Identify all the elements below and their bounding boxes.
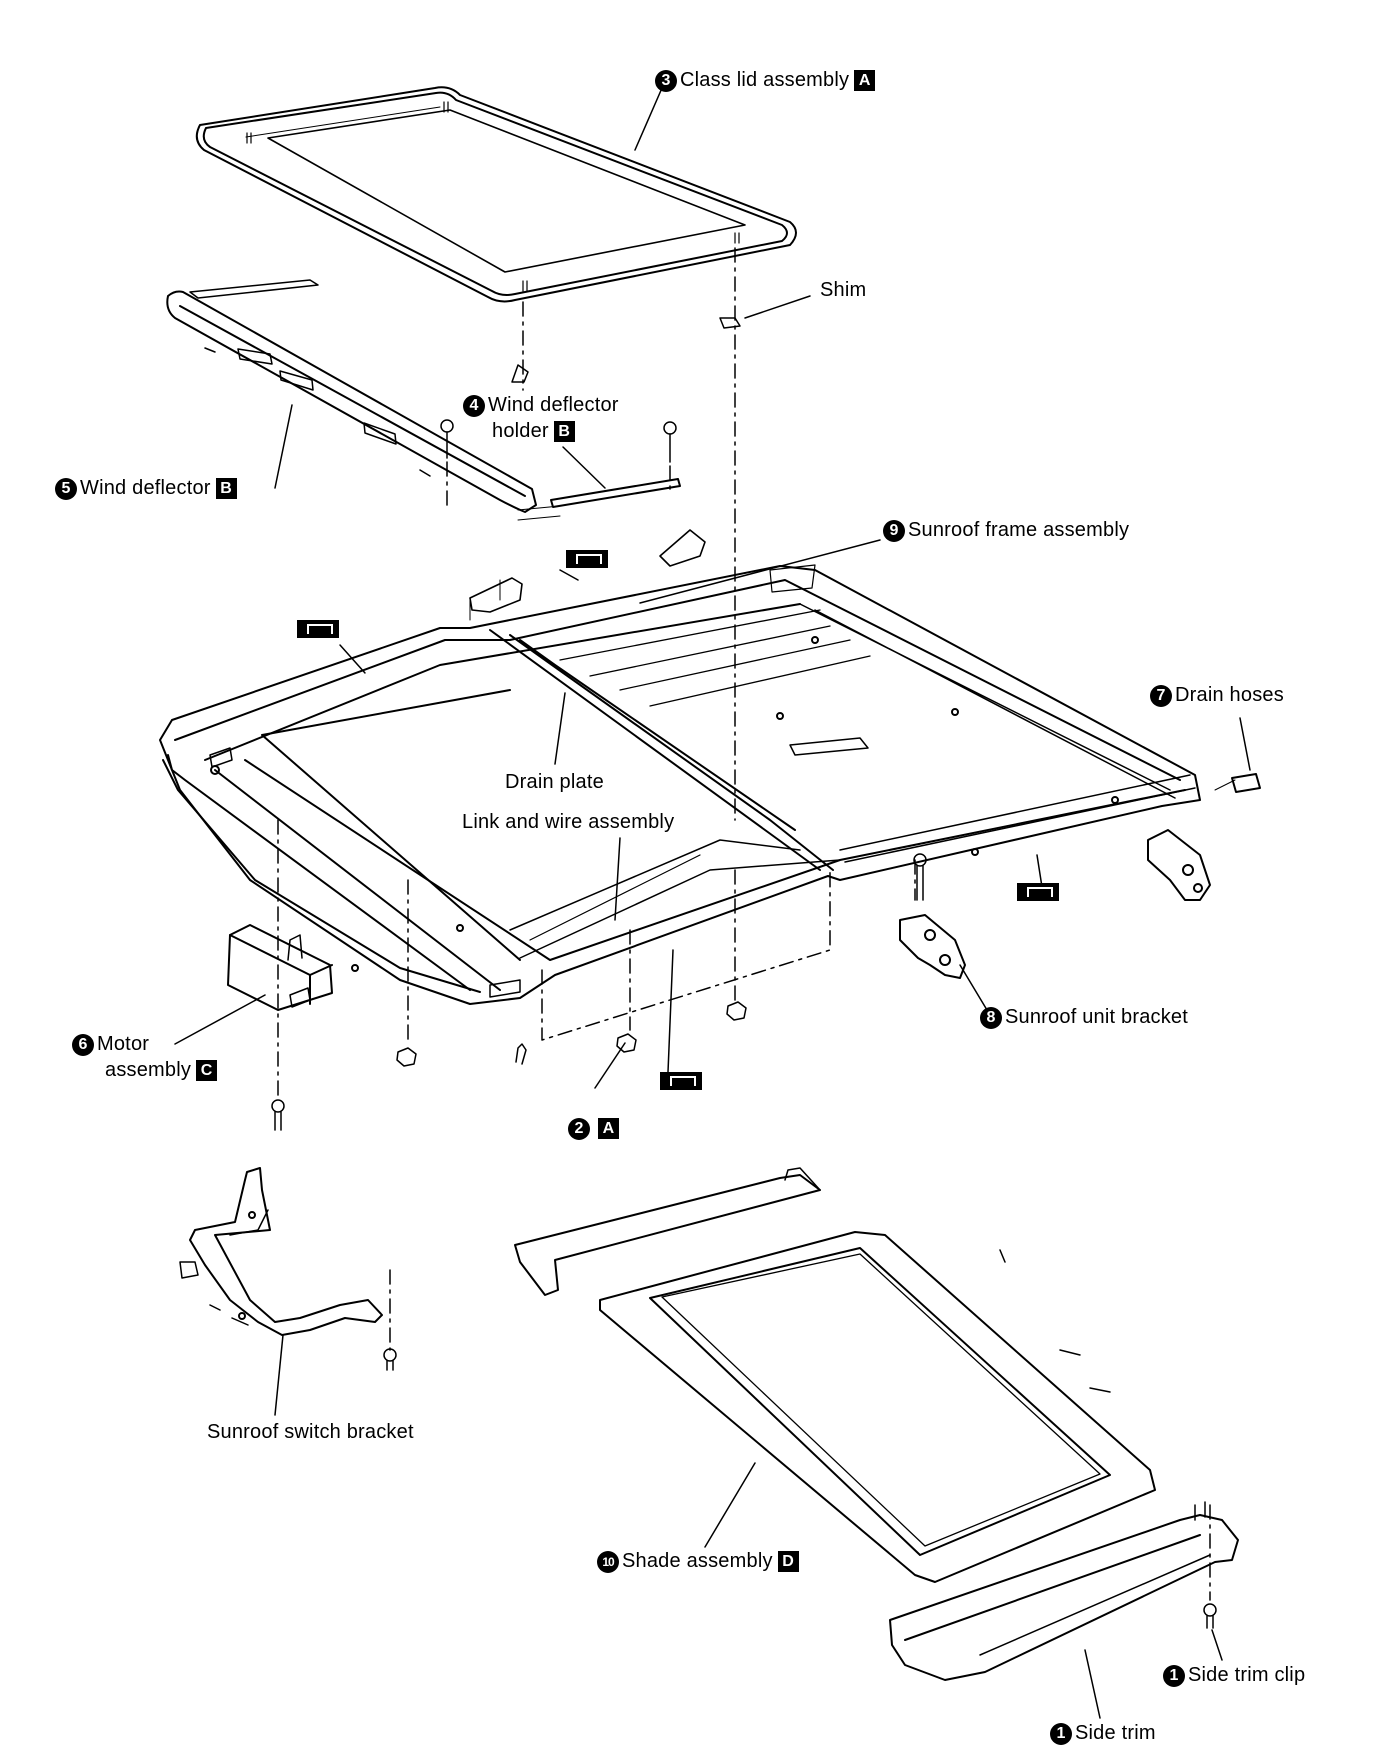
callout-number: 10 bbox=[597, 1550, 619, 1573]
callout-number: 2 bbox=[568, 1117, 590, 1140]
label-text: Side trim bbox=[1075, 1722, 1156, 1744]
alignment-lines bbox=[277, 247, 1211, 1601]
motor-drawing bbox=[227, 924, 333, 1011]
label-link-wire: Link and wire assembly bbox=[462, 810, 674, 834]
drain-hose-drawing bbox=[1231, 773, 1261, 793]
key-letter: D bbox=[777, 1551, 799, 1573]
label-shim: Shim bbox=[820, 278, 866, 302]
label-text: Link and wire assembly bbox=[462, 811, 675, 833]
callout-number: 6 bbox=[72, 1033, 94, 1056]
holder-bar-drawing bbox=[550, 478, 681, 508]
screws-drawing bbox=[271, 419, 1217, 1629]
label-text: holder bbox=[492, 420, 549, 442]
torque-symbol bbox=[1017, 883, 1059, 901]
callout-number: 9 bbox=[883, 519, 905, 542]
callout-number: 1 bbox=[1163, 1664, 1185, 1687]
label-text: Sunroof switch bracket bbox=[207, 1421, 414, 1443]
label-text: Drain hoses bbox=[1175, 684, 1284, 706]
label-text: Class lid assembly bbox=[680, 69, 850, 91]
callout-number: 3 bbox=[655, 69, 677, 92]
callout-number: 1 bbox=[1050, 1722, 1072, 1745]
torque-symbol bbox=[660, 1072, 702, 1090]
label-text: assembly bbox=[105, 1059, 192, 1081]
wind-deflector-drawing bbox=[166, 279, 537, 513]
key-letter: B bbox=[215, 478, 237, 500]
callout-number: 5 bbox=[55, 477, 77, 500]
glass-lid-drawing bbox=[195, 86, 797, 303]
label-text: Wind deflector bbox=[80, 477, 211, 499]
callout-number: 8 bbox=[980, 1006, 1002, 1029]
label-text: Wind deflector bbox=[488, 394, 619, 416]
small-parts-drawing bbox=[511, 317, 741, 1065]
callout-number: 4 bbox=[463, 394, 485, 417]
torque-symbol bbox=[566, 550, 608, 568]
label-text: Shade assembly bbox=[622, 1550, 773, 1572]
label-drain-plate: Drain plate bbox=[505, 770, 604, 794]
key-letter: A bbox=[598, 1118, 619, 1140]
unit-brackets-drawing bbox=[899, 829, 1211, 979]
label-text: Drain plate bbox=[505, 771, 604, 793]
sunroof-frame-drawing bbox=[159, 564, 1201, 1005]
side-trim-drawing bbox=[889, 1501, 1239, 1681]
small-brackets-drawing bbox=[469, 505, 706, 613]
switch-bracket-drawing bbox=[179, 1167, 383, 1336]
callout-number: 7 bbox=[1150, 684, 1172, 707]
label-text: Sunroof frame assembly bbox=[908, 519, 1130, 541]
label-text: Sunroof unit bracket bbox=[1005, 1006, 1188, 1028]
torque-symbol bbox=[297, 620, 339, 638]
nuts-drawing bbox=[396, 1001, 747, 1067]
label-text: Side trim clip bbox=[1188, 1664, 1306, 1686]
key-letter: C bbox=[196, 1060, 218, 1082]
shade-drawing bbox=[514, 1167, 1156, 1583]
key-letter: A bbox=[854, 70, 876, 92]
label-text: Motor bbox=[97, 1033, 150, 1055]
leader-lines bbox=[174, 87, 1251, 1719]
label-text: Shim bbox=[820, 279, 867, 301]
label-switch-bracket: Sunroof switch bracket bbox=[207, 1420, 414, 1444]
key-letter: B bbox=[553, 421, 575, 443]
